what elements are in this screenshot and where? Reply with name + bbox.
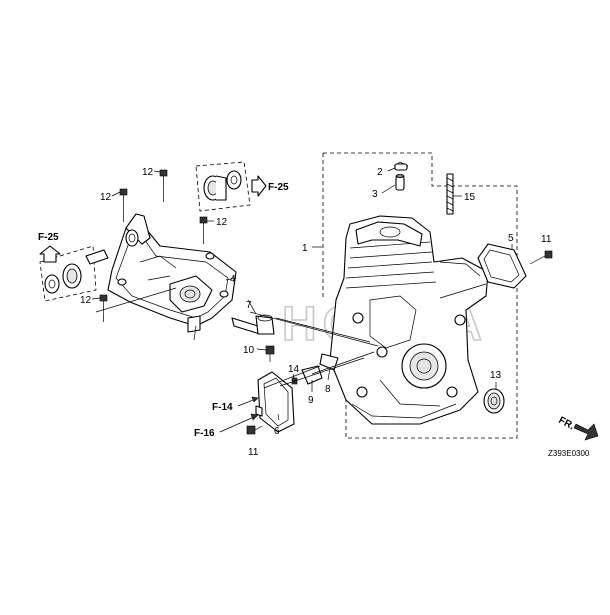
stud-15 bbox=[446, 173, 454, 215]
callout-11-bottom: 11 bbox=[248, 447, 259, 458]
reference-f14-label: F-14 bbox=[212, 402, 233, 413]
callout-11-right: 11 bbox=[541, 234, 552, 245]
callout-12-a: 12 bbox=[142, 167, 154, 178]
crankcase-cover bbox=[107, 213, 237, 333]
front-indicator: FR. bbox=[557, 415, 599, 441]
bolt-12-b bbox=[119, 188, 128, 222]
callout-4: 4 bbox=[230, 274, 236, 285]
callout-10: 10 bbox=[243, 345, 255, 356]
callout-12-c: 12 bbox=[216, 217, 228, 228]
bearing-group-frame bbox=[195, 161, 251, 212]
breather-tube-7 bbox=[231, 314, 275, 335]
drawing-code: Z393E0300 bbox=[548, 449, 590, 458]
reference-f25-left-label: F-25 bbox=[38, 232, 59, 243]
callout-8: 8 bbox=[325, 384, 331, 395]
front-indicator-label: FR. bbox=[557, 415, 577, 432]
reference-f16-label: F-16 bbox=[194, 428, 215, 439]
callout-9: 9 bbox=[308, 395, 314, 406]
callout-12-b: 12 bbox=[100, 192, 112, 203]
callout-15: 15 bbox=[464, 192, 476, 203]
callout-1: 1 bbox=[302, 243, 308, 254]
bolt-12-c bbox=[199, 216, 208, 244]
reference-f14: F-14 bbox=[212, 396, 259, 413]
callout-2: 2 bbox=[377, 167, 383, 178]
callout-3: 3 bbox=[372, 189, 378, 200]
bolt-12-a bbox=[159, 169, 168, 202]
callout-12-d: 12 bbox=[80, 295, 92, 306]
gasket-5 bbox=[477, 243, 527, 289]
bolt-11-right bbox=[529, 250, 553, 265]
reference-f25-top-label: F-25 bbox=[268, 182, 289, 193]
oil-seal-13 bbox=[483, 388, 505, 414]
bolt-11-bottom bbox=[246, 425, 263, 435]
callout-labels: 1 2 3 4 5 6 7 8 9 10 11 11 12 12 12 12 1… bbox=[80, 167, 552, 458]
pin-2 bbox=[393, 161, 409, 171]
crankcase-group-frame bbox=[323, 152, 518, 439]
callout-7: 7 bbox=[246, 300, 252, 311]
callout-6: 6 bbox=[274, 426, 280, 437]
front-arrow-icon bbox=[573, 423, 599, 441]
bearing-group-frame-left bbox=[39, 245, 97, 302]
cylinder-block bbox=[329, 215, 489, 425]
callout-14: 14 bbox=[288, 364, 300, 375]
callout-13: 13 bbox=[490, 370, 502, 381]
reference-f25-left: F-25 bbox=[38, 232, 61, 263]
breather-cover-6 bbox=[255, 371, 295, 433]
bolt-10 bbox=[265, 345, 275, 362]
bearing-left bbox=[44, 249, 109, 294]
dowel-3 bbox=[395, 174, 405, 191]
reference-f25-top: F-25 bbox=[251, 175, 289, 197]
bearing-top bbox=[203, 170, 242, 201]
bolt-12-d bbox=[99, 294, 108, 322]
reference-f16: F-16 bbox=[194, 413, 259, 439]
leader-lines bbox=[91, 167, 513, 421]
callout-5: 5 bbox=[508, 233, 514, 244]
